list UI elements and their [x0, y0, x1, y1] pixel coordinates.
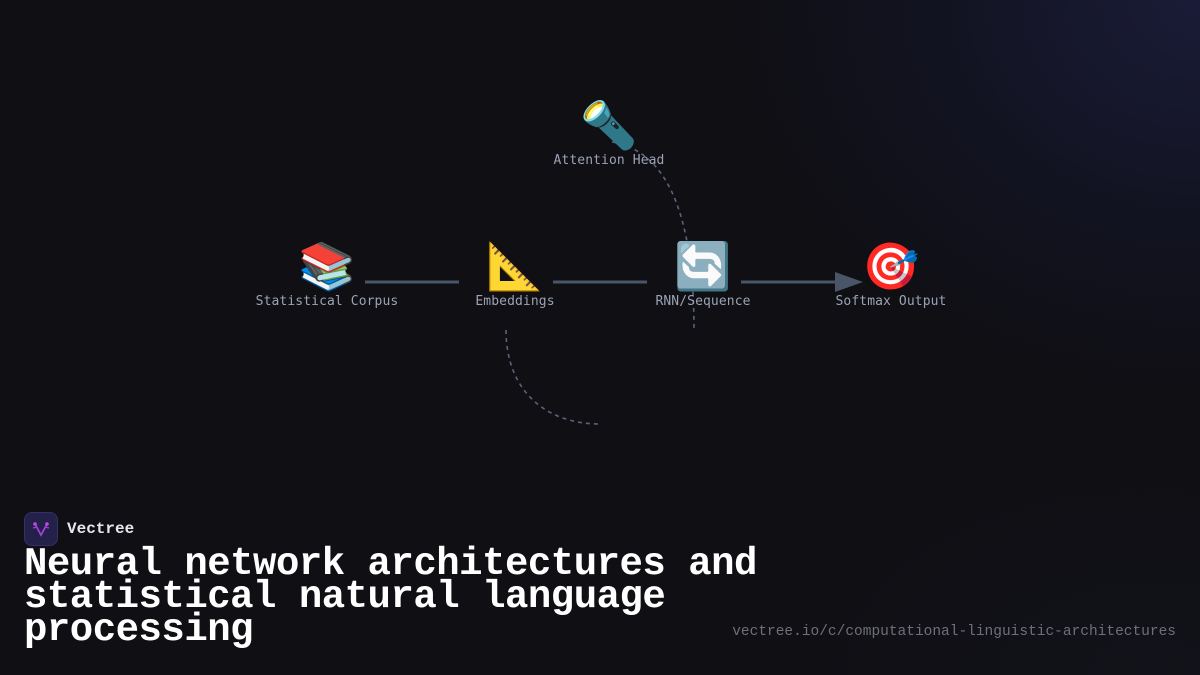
brand: Vectree [24, 512, 134, 546]
page-url: vectree.io/c/computational-linguistic-ar… [732, 624, 1176, 640]
target-icon: 🎯 [862, 239, 920, 293]
cycle-arrows-icon: 🔄 [674, 239, 732, 293]
node-label: Softmax Output [835, 294, 947, 309]
arrowhead-icon [835, 272, 863, 292]
edge-attention-rnn [611, 141, 695, 331]
edge-embeddings-loop [505, 329, 601, 425]
page-title: Neural network architectures and statist… [24, 542, 757, 652]
node-statistical-corpus[interactable]: 📚 Statistical Corpus [227, 238, 427, 309]
vectree-logo-icon [24, 512, 58, 546]
node-label: Attention Head [553, 153, 665, 168]
node-embeddings[interactable]: 📐 Embeddings [415, 238, 615, 309]
node-attention-head[interactable]: 🔦 Attention Head [509, 97, 709, 168]
node-label: Embeddings [475, 294, 555, 309]
node-label: Statistical Corpus [255, 294, 399, 309]
brand-name: Vectree [67, 520, 135, 538]
node-softmax-output[interactable]: 🎯 Softmax Output [791, 238, 991, 309]
triangular-ruler-icon: 📐 [486, 239, 544, 293]
node-label: RNN/Sequence [655, 294, 751, 309]
flashlight-icon: 🔦 [580, 98, 638, 152]
books-icon: 📚 [298, 239, 356, 293]
node-rnn-sequence[interactable]: 🔄 RNN/Sequence [603, 238, 803, 309]
